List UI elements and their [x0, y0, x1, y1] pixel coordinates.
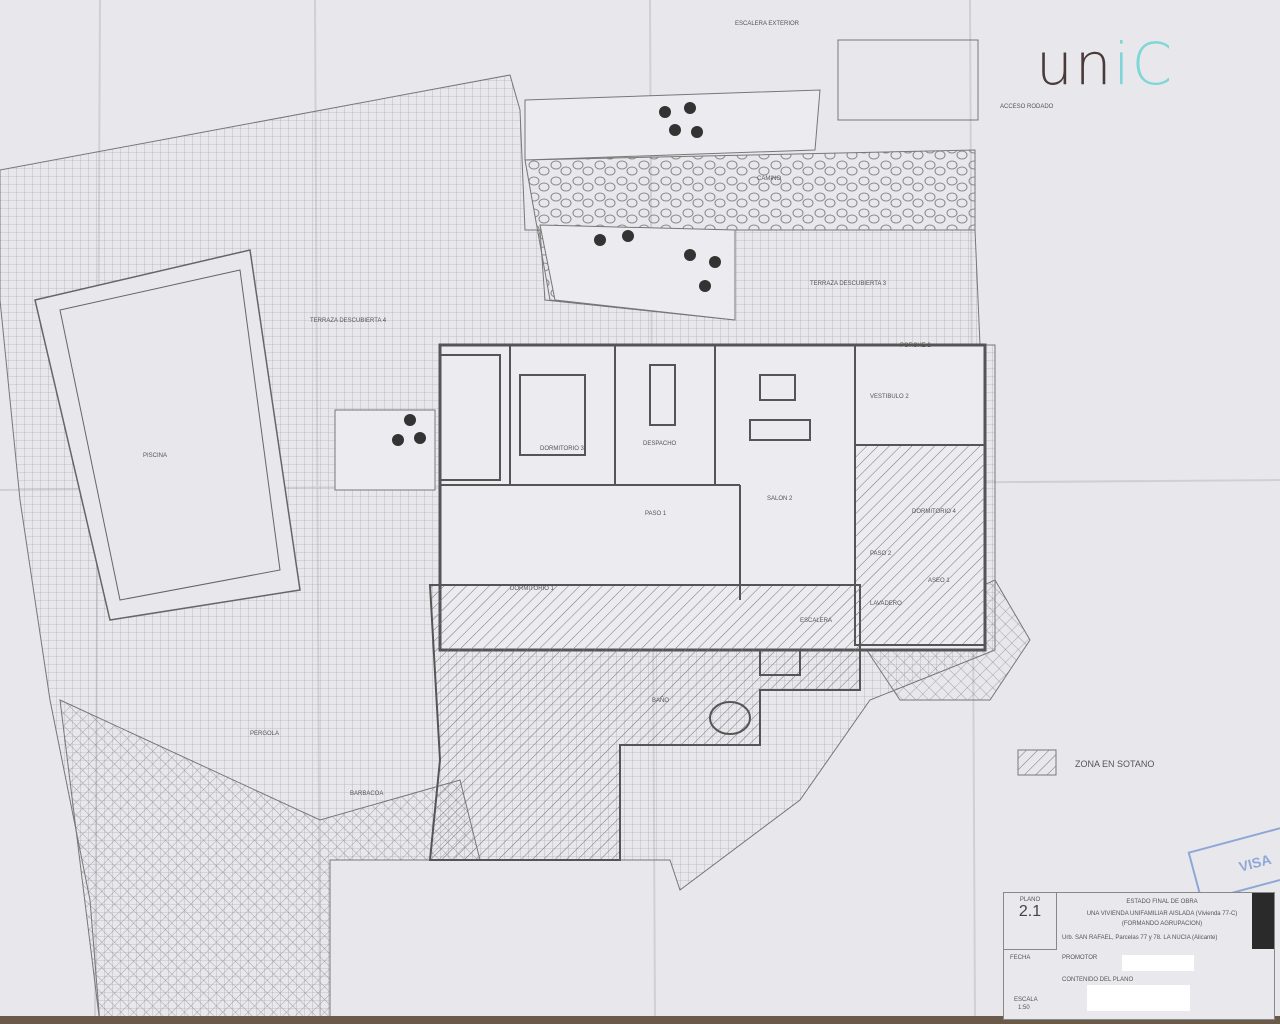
unic-logo: uniC	[1036, 30, 1175, 98]
label-salon2: SALON 2	[767, 496, 793, 502]
label-dormitorio4: DORMITORIO 4	[912, 509, 957, 515]
label-vestibulo2: VESTIBULO 2	[870, 394, 909, 400]
label-barbacoa: BARBACOA	[350, 791, 383, 797]
label-dormitorio3: DORMITORIO 3	[540, 446, 585, 452]
label-piscina: PISCINA	[143, 453, 167, 459]
label-porche2: PORCHE 2	[900, 343, 931, 349]
title-line1: ESTADO FINAL DE OBRA	[1126, 899, 1198, 905]
label-terraza3: TERRAZA DESCUBIERTA 3	[810, 281, 887, 287]
label-paso1: PASO 1	[645, 511, 667, 517]
title-line3: (FORMANDO AGRUPACION)	[1121, 921, 1203, 927]
fecha-label: FECHA	[1010, 955, 1031, 961]
terrace-crosshatch	[59, 699, 481, 1024]
label-dormitorio1: DORMITORIO 1	[510, 586, 555, 592]
label-pergola: PERGOLA	[250, 731, 279, 737]
title-line2: UNA VIVIENDA UNIFAMILIAR AISLADA (Vivien…	[1086, 911, 1238, 917]
label-paso2: PASO 2	[870, 551, 892, 557]
label-aseo1: ASEO 1	[928, 578, 950, 584]
escala-label: ESCALA	[1014, 997, 1038, 1003]
label-camino: CAMINO	[757, 176, 781, 182]
firm-logo	[1252, 893, 1274, 949]
legend-sotano-label: ZONA EN SOTANO	[1075, 759, 1154, 769]
escala-value: 1:50	[1018, 1005, 1030, 1011]
plano-number: 2.1	[1018, 903, 1042, 920]
title-line4: Urb. SAN RAFAEL, Parcelas 77 y 78. LA NU…	[1062, 935, 1218, 941]
promotor-label: PROMOTOR	[1062, 955, 1098, 961]
contenido-label: CONTENIDO DEL PLANO	[1062, 977, 1134, 983]
redacted-contenido	[1087, 985, 1190, 1011]
title-block: PLANO 2.1 ESTADO FINAL DE OBRA UNA VIVIE…	[1003, 892, 1275, 1020]
label-escalera-ext: ESCALERA EXTERIOR	[735, 21, 800, 27]
label-escalera: ESCALERA	[800, 618, 832, 624]
pool	[34, 249, 301, 621]
label-lavadero: LAVADERO	[870, 601, 902, 607]
label-despacho: DESPACHO	[643, 441, 677, 447]
redacted-promotor	[1122, 955, 1194, 971]
plano-label: PLANO	[1019, 897, 1041, 903]
label-acceso: ACCESO RODADO	[1000, 104, 1054, 110]
label-terraza4: TERRAZA DESCUBIERTA 4	[310, 318, 387, 324]
label-bano: BAÑO	[652, 697, 669, 704]
